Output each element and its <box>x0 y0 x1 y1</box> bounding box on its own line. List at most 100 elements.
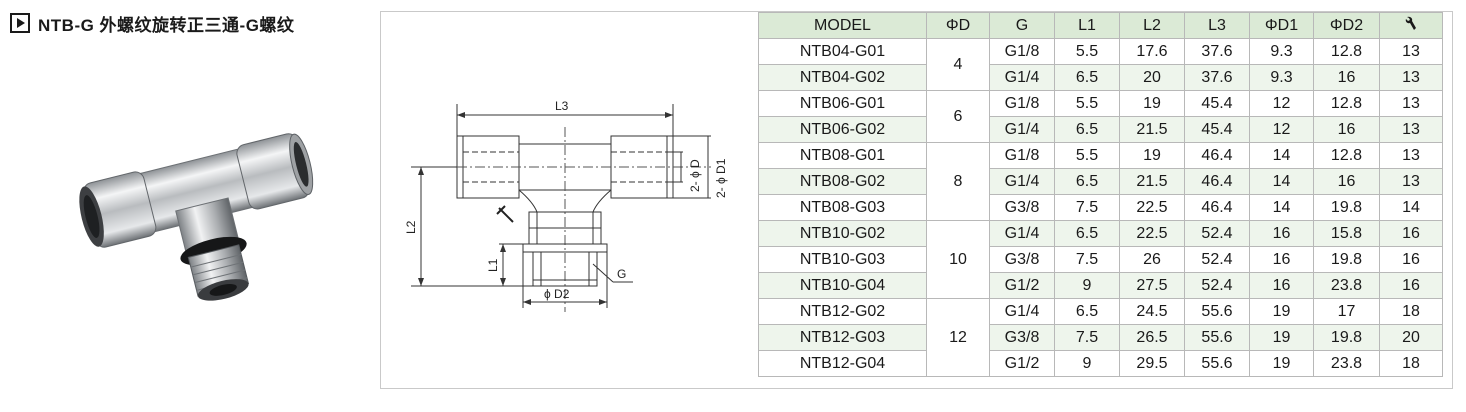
header-g: G <box>989 12 1055 39</box>
cell-g: G1/2 <box>989 350 1055 377</box>
product-photo <box>79 133 314 301</box>
cell-g: G3/8 <box>989 194 1055 221</box>
cell-wrench-size: 16 <box>1379 246 1443 273</box>
label-d: 2- ϕ D <box>688 159 702 192</box>
cell-l2: 17.6 <box>1119 38 1185 65</box>
cell-wrench-size: 13 <box>1379 168 1443 195</box>
cell-l1: 6.5 <box>1054 116 1120 143</box>
cell-l1: 9 <box>1054 350 1120 377</box>
header-d2: ΦD2 <box>1313 12 1380 39</box>
cell-l2: 27.5 <box>1119 272 1185 299</box>
header-l3: L3 <box>1184 12 1250 39</box>
cell-l3: 46.4 <box>1184 168 1250 195</box>
cell-d2: 16 <box>1313 64 1380 91</box>
header-model: MODEL <box>758 12 927 39</box>
cell-d2: 12.8 <box>1313 142 1380 169</box>
cell-d2: 16 <box>1313 168 1380 195</box>
cell-model: NTB10-G03 <box>758 246 927 273</box>
cell-d1: 16 <box>1249 220 1314 247</box>
cell-d1: 19 <box>1249 324 1314 351</box>
cell-l3: 55.6 <box>1184 298 1250 325</box>
header-d: ΦD <box>926 12 990 39</box>
cell-l1: 7.5 <box>1054 194 1120 221</box>
cell-l1: 5.5 <box>1054 90 1120 117</box>
cell-g: G1/8 <box>989 90 1055 117</box>
cell-l1: 7.5 <box>1054 246 1120 273</box>
cell-d2: 12.8 <box>1313 90 1380 117</box>
header-l2: L2 <box>1119 12 1185 39</box>
header-d1: ΦD1 <box>1249 12 1314 39</box>
cell-l3: 55.6 <box>1184 350 1250 377</box>
cell-l2: 24.5 <box>1119 298 1185 325</box>
dimension-drawing: L3 L2 L1 2- ϕ D 2- ϕ D1 ϕ D2 G <box>404 99 728 312</box>
label-d2: ϕ D2 <box>544 287 570 301</box>
cell-l1: 6.5 <box>1054 298 1120 325</box>
cell-g: G1/4 <box>989 116 1055 143</box>
cell-d2: 17 <box>1313 298 1380 325</box>
label-l3: L3 <box>555 99 569 113</box>
cell-d2: 19.8 <box>1313 246 1380 273</box>
cell-wrench-size: 20 <box>1379 324 1443 351</box>
cell-d1: 16 <box>1249 246 1314 273</box>
cell-d1: 14 <box>1249 194 1314 221</box>
cell-d1: 14 <box>1249 142 1314 169</box>
cell-l1: 6.5 <box>1054 64 1120 91</box>
cell-l1: 5.5 <box>1054 38 1120 65</box>
product-title: NTB-G 外螺纹旋转正三通-G螺纹 <box>10 10 294 36</box>
cell-g: G1/2 <box>989 272 1055 299</box>
cell-g: G1/4 <box>989 64 1055 91</box>
cell-g: G1/4 <box>989 168 1055 195</box>
cell-model: NTB10-G02 <box>758 220 927 247</box>
cell-g: G1/8 <box>989 38 1055 65</box>
cell-l1: 6.5 <box>1054 220 1120 247</box>
cell-model: NTB04-G02 <box>758 64 927 91</box>
cell-d1: 12 <box>1249 90 1314 117</box>
label-l1: L1 <box>486 258 500 272</box>
cell-d2: 12.8 <box>1313 38 1380 65</box>
cell-d: 10 <box>926 220 990 299</box>
cell-model: NTB12-G02 <box>758 298 927 325</box>
spec-panel: L3 L2 L1 2- ϕ D 2- ϕ D1 ϕ D2 G MODEL ΦD … <box>380 11 1453 389</box>
cell-d2: 23.8 <box>1313 350 1380 377</box>
cell-l2: 19 <box>1119 90 1185 117</box>
product-title-text: NTB-G 外螺纹旋转正三通-G螺纹 <box>38 15 295 35</box>
cell-wrench-size: 18 <box>1379 350 1443 377</box>
cell-l2: 29.5 <box>1119 350 1185 377</box>
cell-d2: 19.8 <box>1313 194 1380 221</box>
cell-l2: 21.5 <box>1119 168 1185 195</box>
table-header-row: MODEL ΦD G L1 L2 L3 ΦD1 ΦD2 <box>758 12 1443 39</box>
cell-l3: 45.4 <box>1184 90 1250 117</box>
cell-l3: 45.4 <box>1184 116 1250 143</box>
cell-l2: 21.5 <box>1119 116 1185 143</box>
cell-l1: 5.5 <box>1054 142 1120 169</box>
cell-l1: 9 <box>1054 272 1120 299</box>
cell-wrench-size: 16 <box>1379 272 1443 299</box>
cell-l3: 52.4 <box>1184 272 1250 299</box>
cell-g: G3/8 <box>989 246 1055 273</box>
header-wrench <box>1379 12 1443 39</box>
label-g: G <box>617 267 626 281</box>
cell-model: NTB12-G04 <box>758 350 927 377</box>
cell-d2: 15.8 <box>1313 220 1380 247</box>
cell-g: G1/4 <box>989 220 1055 247</box>
cell-g: G1/8 <box>989 142 1055 169</box>
cell-model: NTB06-G02 <box>758 116 927 143</box>
cell-l2: 22.5 <box>1119 220 1185 247</box>
cell-l2: 20 <box>1119 64 1185 91</box>
cell-wrench-size: 16 <box>1379 220 1443 247</box>
cell-d1: 9.3 <box>1249 38 1314 65</box>
cell-d1: 19 <box>1249 298 1314 325</box>
cell-l3: 46.4 <box>1184 142 1250 169</box>
cell-model: NTB08-G03 <box>758 194 927 221</box>
cell-l3: 46.4 <box>1184 194 1250 221</box>
label-l2: L2 <box>404 220 418 234</box>
cell-wrench-size: 13 <box>1379 116 1443 143</box>
